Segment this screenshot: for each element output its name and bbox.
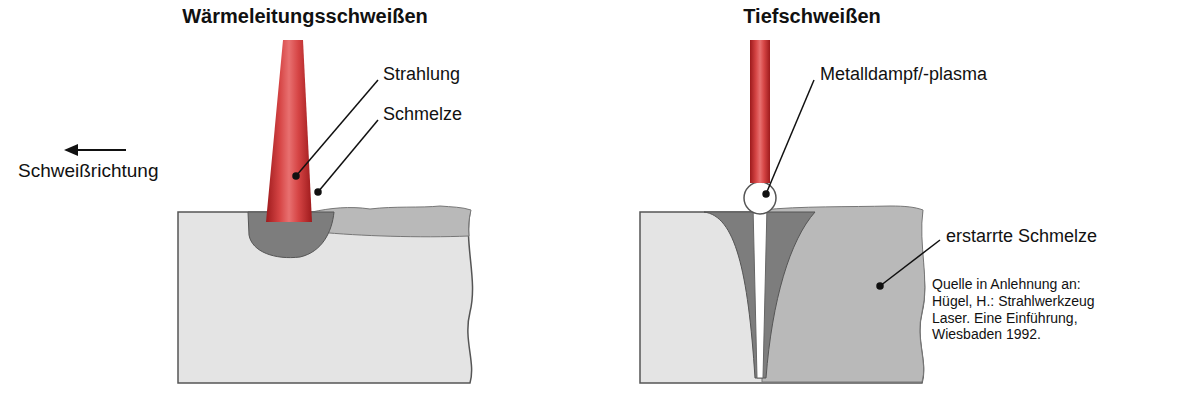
panel-heading: Wärmeleitungsschweißen (182, 4, 428, 28)
leader-lines (293, 80, 940, 289)
direction-label: Schweißrichtung (18, 160, 158, 183)
source-note: Quelle in Anlehnung an: Hügel, H.: Strah… (932, 276, 1102, 343)
panel-heading: Tiefschweißen (743, 4, 880, 28)
direction-arrow (64, 144, 126, 156)
conduction-weld-workpiece (178, 40, 473, 383)
part-label: Schmelze (383, 104, 462, 126)
part-label: Metalldampf/-plasma (820, 64, 987, 86)
keyhole-weld-workpiece (640, 40, 925, 383)
part-label: Strahlung (383, 64, 460, 86)
part-label: erstarrte Schmelze (946, 226, 1097, 248)
